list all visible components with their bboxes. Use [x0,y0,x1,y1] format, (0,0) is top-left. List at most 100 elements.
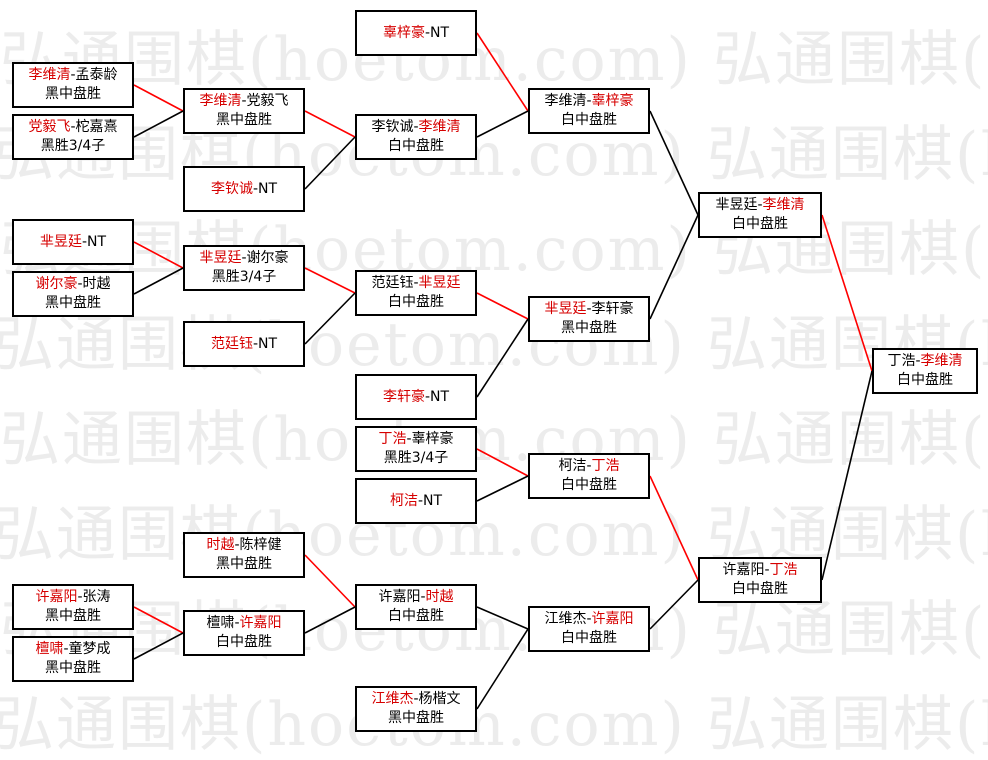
connector-r3c-r4b [476,292,529,320]
match-result: 白中盘胜 [561,112,617,128]
connector-r4d-r5b [649,579,699,630]
player-1: 芈昱廷 [39,233,82,250]
connector-r5b-final [821,370,873,581]
match-players: 李钦诚-李维清 [371,118,460,137]
match-result: 黑胜3/4子 [383,450,449,466]
player-2: 丁浩 [769,562,798,578]
connector-r4b-r5a [649,214,699,320]
bracket-lines [133,32,873,710]
match-box-r3e: 丁浩-辜梓豪黑胜3/4子 [355,426,477,472]
player-1: 李维清 [544,93,587,109]
match-result: 黑胜3/4子 [211,269,277,285]
match-result: 白中盘胜 [732,581,788,597]
match-players: 李维清-辜梓豪 [544,92,633,111]
watermark-text: 弘通围棋(hoetom.com) 弘通围棋(hoetom.com) [0,215,988,285]
match-box-r1e: 许嘉阳-张涛黑中盘胜 [12,584,134,630]
player-1: 江维杰 [544,611,587,627]
player-1: 范廷钰 [371,275,414,291]
watermark-text: 弘通围棋(hoetom.com) 弘通围棋(hoetom.com) [0,500,988,570]
match-players: 谢尔豪-时越 [35,275,110,294]
match-result: 白中盘胜 [216,634,272,650]
player-separator: - [241,250,247,266]
connector-r3b-r4a [476,110,529,138]
player-1: 李维清 [28,67,71,83]
player-2: 辜梓豪 [591,93,634,109]
player-separator: - [586,301,592,317]
player-2: NT [423,492,443,509]
match-box-r2a: 李维清-党毅飞黑中盘胜 [183,88,305,134]
match-players: 檀啸-许嘉阳 [206,614,281,633]
watermark-text: 弘通围棋(hoetom.com) 弘通围棋(hoetom.com) [0,310,988,380]
player-1: 柯洁 [558,458,587,474]
player-separator: - [413,691,419,707]
player-separator: - [420,589,426,605]
match-players: 江维杰-杨楷文 [371,690,460,709]
match-players: 时越-陈梓健 [206,536,281,555]
connector-r2e-r3g [304,554,356,608]
player-separator: - [757,197,763,213]
player-2: 童梦成 [68,641,111,657]
match-result: 白中盘胜 [388,294,444,310]
match-players: 柯洁-丁浩 [558,457,619,476]
match-box-r1f: 檀啸-童梦成黑中盘胜 [12,636,134,682]
player-1: 芈昱廷 [544,301,587,317]
match-box-r4d: 江维杰-许嘉阳白中盘胜 [528,606,650,652]
player-2: 孟泰龄 [75,67,118,83]
match-players: 芈昱廷-李轩豪 [544,300,633,319]
connector-r2c-r3c [304,267,356,294]
match-players: 芈昱廷-NT [40,233,106,252]
player-separator: - [252,335,259,352]
player-separator: - [70,67,76,83]
player-1: 李钦诚 [371,119,414,135]
player-1: 李维清 [199,93,242,109]
player-separator: - [234,537,240,553]
connector-r5a-final [821,214,873,372]
player-2: NT [430,388,450,405]
player-2: 许嘉阳 [239,615,282,631]
watermark-text: 弘通围棋(hoetom.com) 弘通围棋(hoetom.com) [0,120,988,190]
match-box-r5b: 许嘉阳-丁浩白中盘胜 [698,557,822,603]
match-box-r4b: 芈昱廷-李轩豪黑中盘胜 [528,296,650,342]
player-separator: - [81,233,88,250]
match-box-r1d: 谢尔豪-时越黑中盘胜 [12,271,134,317]
connector-r1b-r2a [133,110,184,138]
match-players: 江维杰-许嘉阳 [544,610,633,629]
match-box-r4c: 柯洁-丁浩白中盘胜 [528,453,650,499]
player-2: 谢尔豪 [246,250,289,266]
match-players: 范廷钰-芈昱廷 [371,274,460,293]
player-separator: - [915,353,921,369]
player-1: 许嘉阳 [722,562,765,578]
player-2: 杨楷文 [418,691,461,707]
player-1: 檀啸 [35,641,64,657]
match-box-r2d: 范廷钰-NT [183,321,305,367]
player-2: 柁嘉熹 [75,119,118,135]
player-2: NT [87,233,107,250]
player-separator: - [586,611,592,627]
match-box-r2c: 芈昱廷-谢尔豪黑胜3/4子 [183,245,305,291]
match-players: 李维清-党毅飞 [199,92,288,111]
connector-r4a-r5a [649,110,699,216]
match-result: 白中盘胜 [388,138,444,154]
match-box-r3g: 许嘉阳-时越白中盘胜 [355,584,477,630]
match-box-final: 丁浩-李维清白中盘胜 [872,348,978,394]
connector-r2f-r3g [304,606,356,634]
connector-r2b-r3b [304,136,356,190]
match-box-r2e: 时越-陈梓健黑中盘胜 [183,532,305,578]
match-box-r2f: 檀啸-许嘉阳白中盘胜 [183,610,305,656]
player-separator: - [70,119,76,135]
connector-r3g-r4d [476,606,529,630]
player-2: 李维清 [762,197,805,213]
player-2: 时越 [425,589,454,605]
watermark-text: 弘通围棋(hoetom.com) 弘通围棋(hoetom.com) [0,595,988,665]
player-separator: - [586,458,592,474]
match-players: 李轩豪-NT [383,388,449,407]
match-players: 党毅飞-柁嘉熹 [28,118,117,137]
player-1: 芈昱廷 [199,250,242,266]
player-1: 柯洁 [389,492,418,509]
player-separator: - [424,24,431,41]
match-players: 丁浩-辜梓豪 [378,430,453,449]
match-box-r3b: 李钦诚-李维清白中盘胜 [355,114,477,160]
player-1: 时越 [206,537,235,553]
player-1: 范廷钰 [210,335,253,352]
match-box-r1a: 李维清-孟泰龄黑中盘胜 [12,62,134,108]
